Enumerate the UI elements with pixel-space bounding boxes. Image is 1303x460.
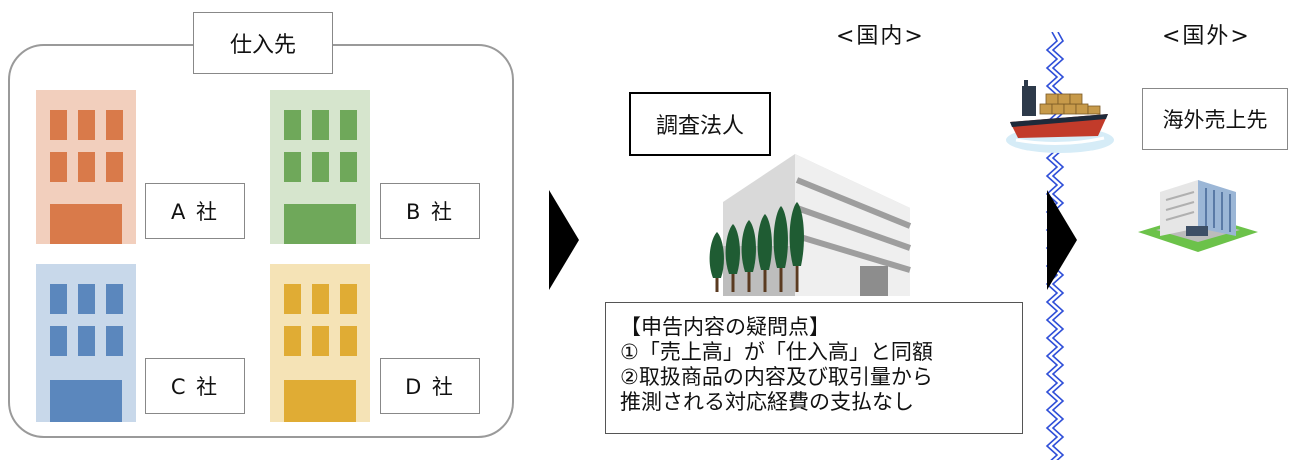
company-a-building-icon: [36, 90, 136, 244]
company-c-label: C 社: [145, 358, 245, 414]
issues-item-1: ①「売上高」が「仕入高」と同額: [620, 340, 933, 364]
overseas-office-building-icon: [1138, 180, 1258, 252]
company-c-building-icon: [36, 264, 136, 422]
issues-item-2: ②取扱商品の内容及び取引量から: [620, 365, 933, 389]
factory-building-icon: [709, 154, 912, 296]
supplier-group-label: 仕入先: [193, 12, 333, 74]
issues-item-3: 推測される対応経費の支払なし: [620, 390, 914, 414]
company-d-label: D 社: [380, 358, 480, 414]
company-d-building-icon: [270, 264, 370, 422]
company-b-label: B 社: [380, 183, 480, 239]
company-a-label: A 社: [145, 183, 245, 239]
cargo-ship-icon: [1006, 80, 1114, 153]
company-b-building-icon: [270, 90, 370, 244]
investigated-corporation-label: 調査法人: [629, 92, 771, 156]
flow-arrow-to-corporation-icon: [549, 190, 579, 290]
flow-arrow-to-overseas-icon: [1047, 190, 1077, 290]
issues-box: 【申告内容の疑問点】 ①「売上高」が「仕入高」と同額 ②取扱商品の内容及び取引量…: [605, 302, 1023, 434]
overseas-region-label: <国外>: [1162, 24, 1251, 49]
domestic-region-label: <国内>: [836, 24, 925, 49]
issues-title: 【申告内容の疑問点】: [620, 315, 830, 339]
overseas-customer-label: 海外売上先: [1142, 88, 1288, 150]
